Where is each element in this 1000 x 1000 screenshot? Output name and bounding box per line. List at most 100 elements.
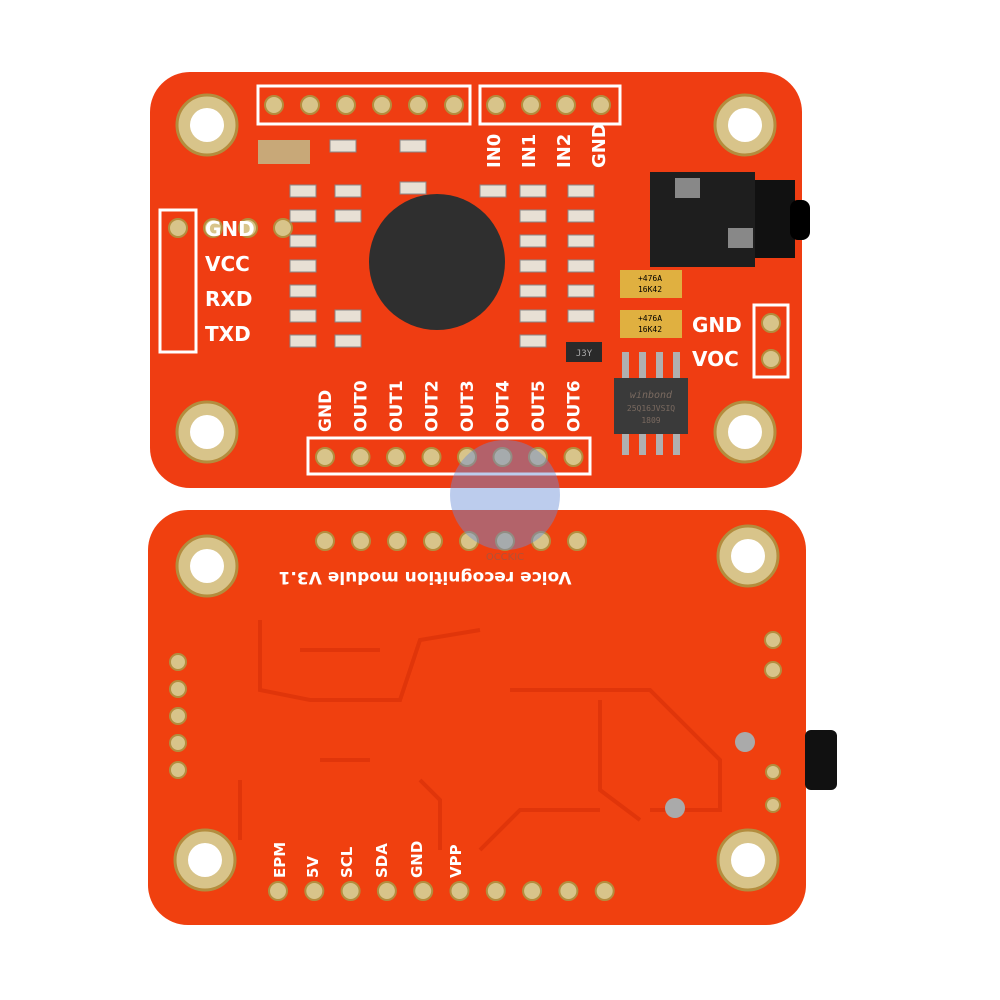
smd-component <box>567 234 595 248</box>
smd-component <box>289 234 317 248</box>
header-pin <box>268 881 288 901</box>
header-pin <box>169 680 187 698</box>
header-pin <box>444 95 464 115</box>
header-pin <box>315 447 335 467</box>
smd-component <box>289 184 317 198</box>
header-pin <box>492 447 513 467</box>
svg-text:GND: GND <box>408 841 426 878</box>
header-pin <box>421 447 442 467</box>
header-pin <box>387 531 407 551</box>
output-label: GND <box>316 390 336 432</box>
header-pin <box>522 881 543 901</box>
mounting-holes <box>175 93 777 464</box>
svg-text:GND: GND <box>205 217 255 241</box>
header-pin <box>457 447 477 467</box>
bottom-board: Voice recognition module V3.1 EPM 5V SCL… <box>148 510 837 925</box>
svg-text:RXD: RXD <box>205 287 252 311</box>
mic-labels: GND VOC <box>692 313 742 371</box>
header-pin <box>594 881 615 901</box>
tantalum-capacitors: +476A 16K42 +476A 16K42 <box>620 270 682 338</box>
header-pin <box>423 531 443 551</box>
header-pin <box>591 95 611 115</box>
main-chip-blob <box>369 194 505 330</box>
header-pin <box>386 447 406 467</box>
header-pin <box>761 349 781 369</box>
header-pin <box>376 881 397 901</box>
smd-component <box>519 209 547 223</box>
regulator-marking: J3Y <box>576 349 593 359</box>
svg-text:SCL: SCL <box>338 846 356 878</box>
header-pin <box>273 218 293 238</box>
header-pin <box>528 447 548 467</box>
smd-component <box>289 309 317 323</box>
svg-text:IN1: IN1 <box>519 134 540 168</box>
smd-component <box>479 184 507 198</box>
header-pin <box>413 881 434 901</box>
header-pin <box>485 881 506 901</box>
svg-text:IN0: IN0 <box>484 134 505 168</box>
smd-component <box>334 334 362 348</box>
output-label: OUT4 <box>494 380 514 432</box>
smd-component <box>567 284 595 298</box>
svg-text:IN2: IN2 <box>554 134 575 168</box>
uart-labels: GND VCC RXD TXD <box>205 217 255 346</box>
smd-component <box>519 184 547 198</box>
svg-text:GND: GND <box>692 313 742 337</box>
audio-jack <box>650 172 810 267</box>
svg-text:16K42: 16K42 <box>638 325 662 334</box>
header-pin <box>315 531 335 551</box>
smd-component <box>519 234 547 248</box>
smd-component <box>399 139 427 153</box>
smd-component <box>289 259 317 273</box>
smd-component <box>289 284 317 298</box>
output-label: OUT5 <box>529 380 549 432</box>
svg-text:EPM: EPM <box>271 842 289 878</box>
header-pin <box>761 313 781 333</box>
smd-component <box>567 209 595 223</box>
header-pin <box>531 531 551 551</box>
svg-text:GND: GND <box>589 123 610 168</box>
svg-text:1809: 1809 <box>641 416 660 425</box>
svg-text:winbond: winbond <box>630 390 673 401</box>
header-pin <box>556 95 576 115</box>
bottom-pins <box>169 531 782 901</box>
header-pin <box>238 218 258 238</box>
header-pin <box>169 653 187 671</box>
header-pin <box>449 881 470 901</box>
input-labels: IN0 IN1 IN2 GND <box>484 123 610 168</box>
header-pin <box>764 661 782 679</box>
smd-component <box>519 309 547 323</box>
smd-component <box>519 334 547 348</box>
header-pin <box>765 797 781 813</box>
svg-text:16K42: 16K42 <box>638 285 662 294</box>
svg-text:VPP: VPP <box>447 844 465 878</box>
header-pin <box>408 95 428 115</box>
header-pin <box>169 707 187 725</box>
flash-chip: winbond 25Q16JVSIQ 1809 <box>614 352 688 455</box>
output-label: OUT6 <box>565 380 585 432</box>
header-pin <box>563 447 584 467</box>
header-pin <box>300 95 320 115</box>
header-pin <box>169 734 187 752</box>
smd-component <box>519 284 547 298</box>
audio-jack-back <box>805 730 837 790</box>
module-title: Voice recognition module V3.1 <box>279 567 572 587</box>
svg-text:VCC: VCC <box>205 252 250 276</box>
smd-component <box>567 309 595 323</box>
header-pin <box>351 531 371 551</box>
header-pin <box>486 95 506 115</box>
header-pin <box>304 881 325 901</box>
capacitor-marking: +476A <box>638 274 662 283</box>
bottom-pin-labels: EPM 5V SCL SDA GND VPP <box>271 841 465 878</box>
output-label: OUT2 <box>423 380 443 432</box>
top-board: +476A 16K42 +476A 16K42 J3Y winbond 25Q1… <box>150 72 810 488</box>
svg-text:25Q16JVSIQ: 25Q16JVSIQ <box>627 404 675 413</box>
watermark-logo: OCCKIC <box>450 440 560 563</box>
header-pin <box>459 531 479 551</box>
header-pin <box>765 764 781 780</box>
header-pin <box>764 631 782 649</box>
smd-component <box>567 184 595 198</box>
smd-component <box>289 334 317 348</box>
output-label: OUT0 <box>352 380 372 432</box>
header-pin <box>558 881 579 901</box>
